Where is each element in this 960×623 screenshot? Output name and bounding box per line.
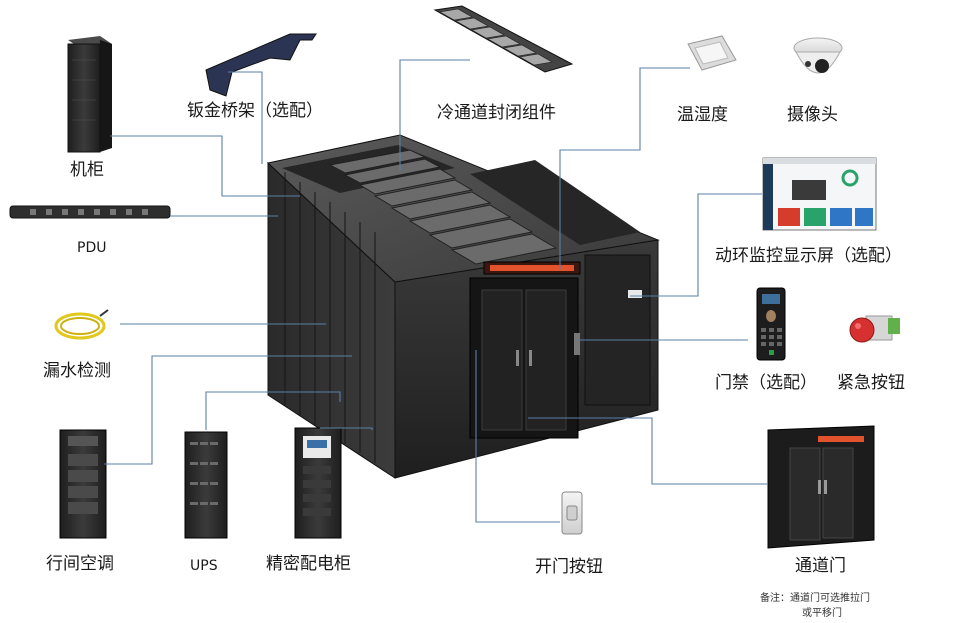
micro-module-illustration xyxy=(266,134,660,479)
aisle-door-icon xyxy=(767,425,875,549)
cabinet-icon xyxy=(67,36,112,153)
cable-tray-icon xyxy=(205,33,317,97)
label-aisle-door: 通道门 xyxy=(795,556,846,576)
leader-lines xyxy=(104,59,768,523)
camera-icon xyxy=(793,37,843,74)
door-button-icon xyxy=(561,491,583,535)
label-temp-humidity: 温湿度 xyxy=(677,105,728,125)
label-ups: UPS xyxy=(190,558,218,574)
label-precision-pdc: 精密配电柜 xyxy=(266,554,351,574)
label-monitor-screen: 动环监控显示屏（选配） xyxy=(715,246,902,266)
label-access-control: 门禁（选配） xyxy=(715,373,817,393)
precision-pdc-icon xyxy=(294,427,342,539)
label-inrow-ac: 行间空调 xyxy=(46,554,114,574)
label-emergency-button: 紧急按钮 xyxy=(837,373,905,393)
inrow-ac-icon xyxy=(59,429,107,539)
label-cable-tray: 钣金桥架（选配） xyxy=(187,101,323,121)
label-pdu: PDU xyxy=(77,240,107,256)
leak-detection-icon xyxy=(54,309,109,340)
label-door-button: 开门按钮 xyxy=(535,557,603,577)
ups-icon xyxy=(184,431,228,539)
monitoring-screen-icon xyxy=(762,157,877,231)
temp-humidity-sensor-icon xyxy=(687,35,737,71)
label-leak-detection: 漏水检测 xyxy=(43,361,111,381)
pdu-icon xyxy=(9,205,171,219)
note-line-2: 或平移门 xyxy=(802,608,842,619)
label-cabinet: 机柜 xyxy=(70,160,104,180)
emergency-button-icon xyxy=(849,315,900,343)
label-cold-aisle-kit: 冷通道封闭组件 xyxy=(437,103,556,123)
top-aisle-panels xyxy=(328,149,558,265)
cold-aisle-kit-icon xyxy=(433,5,574,73)
access-control-icon xyxy=(756,287,786,361)
label-camera: 摄像头 xyxy=(787,105,838,125)
note-line-1: 备注：通道门可选推拉门 xyxy=(760,593,870,604)
